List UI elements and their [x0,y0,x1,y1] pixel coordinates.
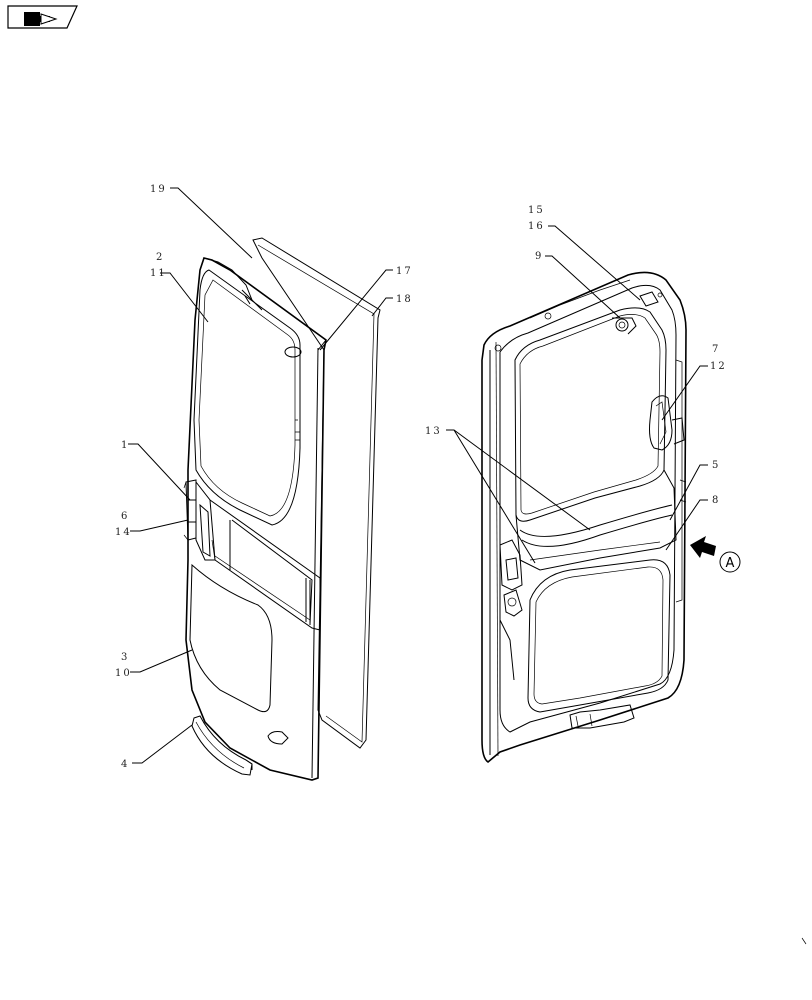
callout-3: 3 [121,652,129,663]
callout-labels: 19 2 11 17 18 1 6 14 3 10 4 15 16 9 7 12… [115,184,727,770]
callout-7: 7 [712,344,720,355]
callout-1: 1 [121,440,129,451]
callout-4: 4 [121,759,129,770]
callout-6: 6 [121,511,129,522]
top-latch-knob [615,318,629,332]
callout-18: 18 [396,294,413,305]
callout-19: 19 [150,184,167,195]
callout-16: 16 [528,221,545,232]
corner-mark [801,937,807,945]
upper-glass [193,269,301,526]
door-seal-inner [257,244,375,743]
callout-15: 15 [528,205,545,216]
step-part [191,715,253,776]
lower-window-opening [527,559,671,713]
lock-mechanism [499,539,523,591]
leader-lines [128,187,708,764]
left-door-exterior [183,237,381,781]
callout-2: 2 [156,252,164,263]
interior-handle [649,395,673,451]
view-arrow-icon [690,536,716,558]
door-seal-outline [252,237,381,749]
view-a-circle [719,551,741,573]
callout-13: 13 [425,426,442,437]
door-frame-outer[interactable] [481,271,687,763]
door-panel [185,257,327,781]
nav-back-icon[interactable] [7,5,78,29]
door-frame-inner [499,284,677,733]
callout-8: 8 [712,495,720,506]
callout-5: 5 [712,460,720,471]
right-door-interior [481,271,687,763]
lower-panel-recess [189,563,273,713]
callout-17: 17 [396,266,413,277]
callout-12: 12 [710,361,727,372]
callout-10: 10 [115,668,132,679]
callout-9: 9 [535,251,543,262]
upper-window-opening [514,307,667,522]
middle-cross-member [515,469,677,571]
view-a-label: A [726,556,735,571]
door-handle [195,480,216,561]
trim-band [209,499,321,631]
callout-14: 14 [115,527,132,538]
view-a-marker: A [690,536,741,573]
bottom-bracket [569,704,635,729]
callout-11: 11 [150,268,167,279]
